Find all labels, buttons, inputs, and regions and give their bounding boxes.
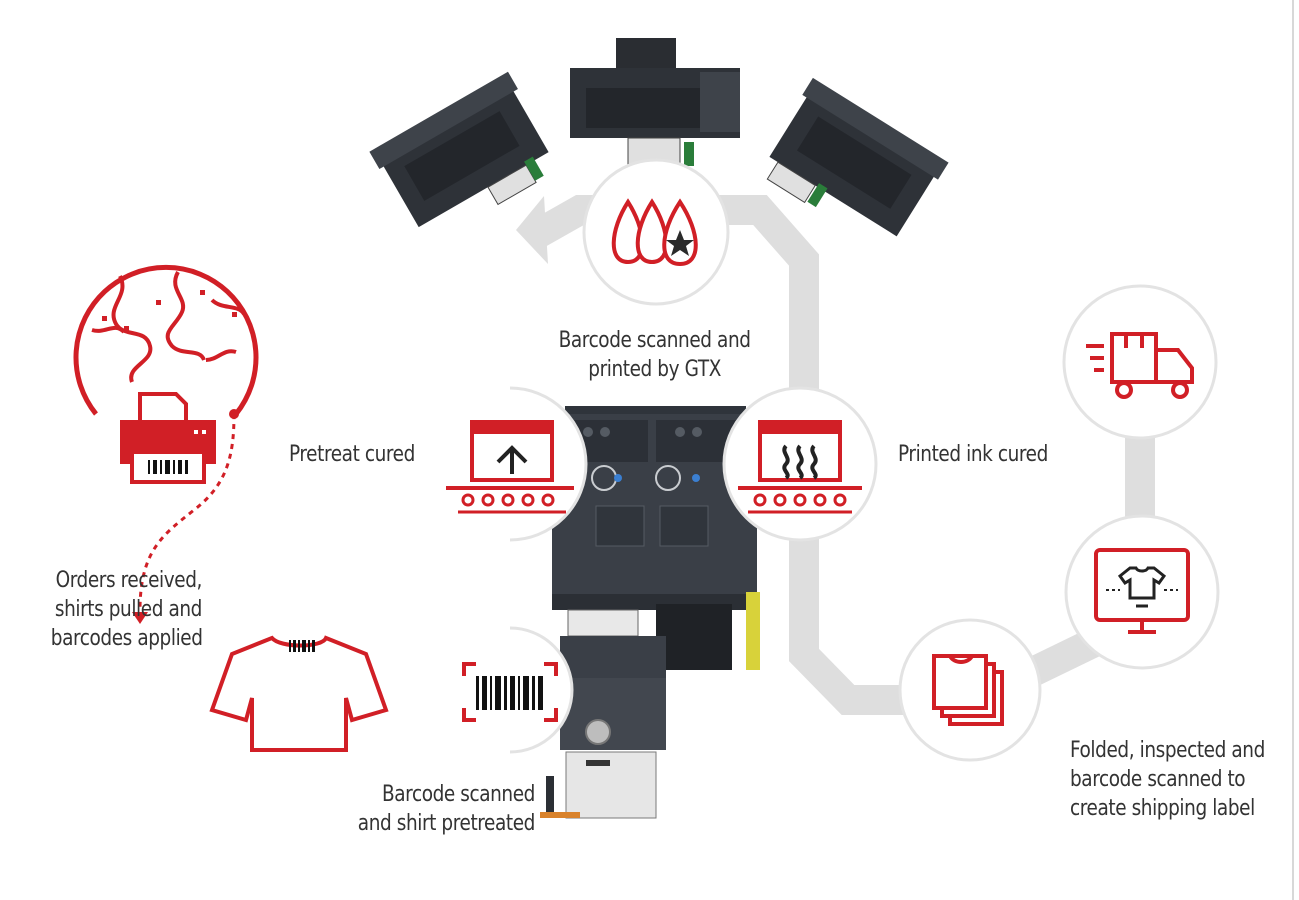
gtx-printer-center xyxy=(570,38,740,167)
globe-icon xyxy=(91,271,246,383)
gtx-printer-right xyxy=(766,77,949,237)
monitor-shirt-icon xyxy=(1094,548,1190,634)
inspection-circle xyxy=(1064,514,1220,670)
dryer-arrow-icon xyxy=(446,420,574,514)
tshirt-barcode-icon xyxy=(209,635,389,752)
gtx-print-line-2: printed by GTX xyxy=(588,357,721,382)
orders-label: Orders received, shirts pulled and barco… xyxy=(50,566,203,653)
delivery-circle xyxy=(1062,284,1218,440)
pretreat-scan-label: Barcode scanned and shirt pretreated xyxy=(354,780,536,838)
pretreat-cured-label: Pretreat cured xyxy=(289,440,415,469)
ink-circle xyxy=(582,158,730,306)
ink-cured-label: Printed ink cured xyxy=(898,440,1048,469)
pretreat-scan-line-1: Barcode scanned xyxy=(382,782,535,807)
barcode-scan-icon xyxy=(462,662,558,722)
dtg-machine xyxy=(540,406,760,819)
gtx-print-label: Barcode scanned and printed by GTX xyxy=(558,326,751,384)
pretreat-scan-line-2: and shirt pretreated xyxy=(357,811,536,836)
dryer-heat-icon xyxy=(738,420,862,514)
folded-shirts-icon xyxy=(932,654,1004,726)
orders-line-3: barcodes applied xyxy=(50,626,203,651)
gtx-printer-left xyxy=(369,71,549,228)
gtx-print-line-1: Barcode scanned and xyxy=(558,328,751,353)
ink-cured-line-1: Printed ink cured xyxy=(898,442,1048,467)
pretreat-cure-circle xyxy=(446,386,588,542)
orders-line-1: Orders received, xyxy=(55,568,203,593)
delivery-truck-icon xyxy=(1086,332,1194,399)
ink-cure-circle xyxy=(722,386,878,542)
folded-line-1: Folded, inspected and xyxy=(1070,738,1265,763)
ink-drops-icon xyxy=(611,198,698,267)
folded-line-2: barcode scanned to xyxy=(1070,767,1246,792)
folded-label: Folded, inspected and barcode scanned to… xyxy=(1070,736,1265,823)
printer-icon xyxy=(120,392,216,484)
folding-circle xyxy=(898,618,1042,762)
barcode-scan-circle xyxy=(462,626,574,754)
folded-line-3: create shipping label xyxy=(1070,796,1255,821)
orders-graphic xyxy=(73,264,389,752)
orders-line-2: shirts pulled and xyxy=(54,597,203,622)
pretreat-cured-line-1: Pretreat cured xyxy=(289,442,415,467)
